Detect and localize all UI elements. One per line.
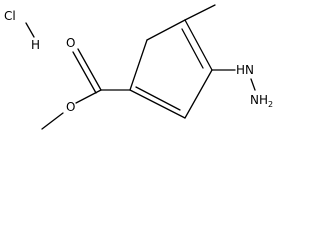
hn-atom-label: HN <box>236 63 254 77</box>
ester-oxygen-to-methyl-bond <box>41 112 64 130</box>
ring-bond-bottom <box>129 89 186 119</box>
ring-bond-lower-right <box>184 69 213 119</box>
chlorine-atom-label: Cl <box>4 9 16 23</box>
hydrazinyl-group: HN NH2 <box>211 63 273 109</box>
ester-oxygen-label: O <box>66 100 75 114</box>
nh2-subscript: 2 <box>268 100 273 109</box>
ring-bond-inner-upper-right <box>181 28 204 69</box>
carbonyl-oxygen-label: O <box>66 36 75 50</box>
benzene-ring <box>129 19 213 119</box>
ring-bond-left <box>129 39 148 91</box>
carbonyl-to-ester-oxygen-bond <box>75 89 102 104</box>
nh2-atom-label: NH2 <box>250 93 273 109</box>
hydrochloride-salt: Cl H <box>4 9 40 52</box>
hydrogen-atom-label: H <box>31 38 40 52</box>
ring-bond-upper-right <box>184 19 213 71</box>
ring-bond-top <box>146 19 186 41</box>
methyl-ester-group: O O <box>41 36 131 130</box>
carbonyl-double-bond-2 <box>72 51 97 94</box>
h-cl-bond <box>25 22 35 38</box>
ring-bond-inner-bottom <box>135 86 181 111</box>
n-n-bond <box>250 78 256 91</box>
nh-text: NH <box>250 93 268 107</box>
methyl-bond <box>184 4 216 21</box>
carbonyl-double-bond-1 <box>77 48 102 91</box>
chemical-structure-diagram: Cl H HN NH2 O O <box>4 4 273 130</box>
